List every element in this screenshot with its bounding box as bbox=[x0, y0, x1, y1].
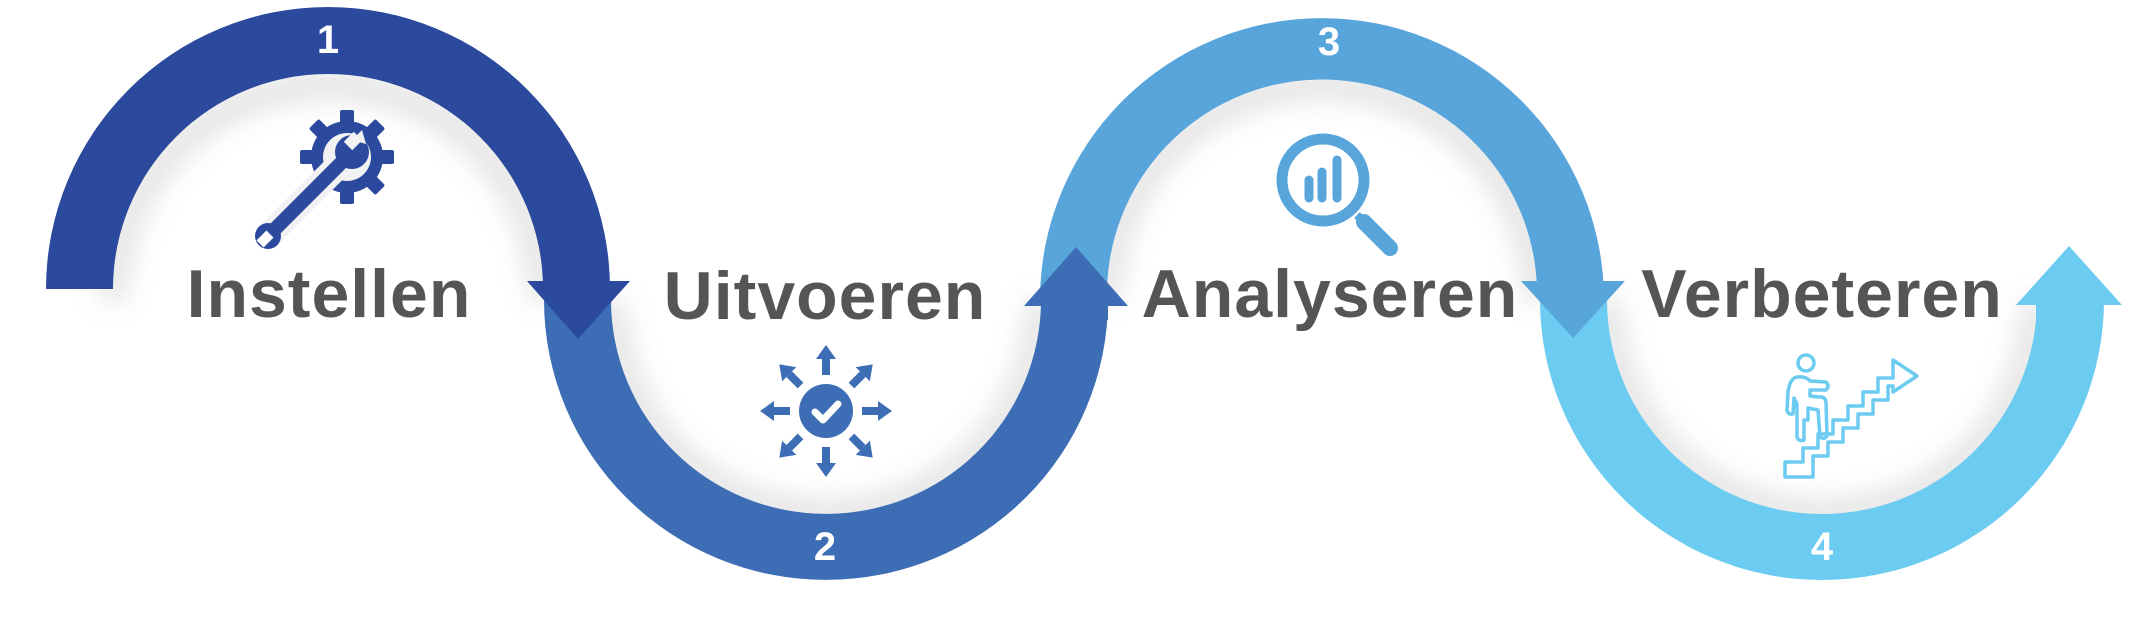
step-1-number: 1 bbox=[317, 18, 339, 62]
step-2-arc bbox=[544, 247, 1128, 580]
step-3-number: 3 bbox=[1318, 20, 1340, 64]
gear-wrench-icon bbox=[255, 110, 394, 249]
step-3-arc bbox=[1040, 18, 1625, 338]
step-3-label: Analyseren bbox=[1142, 256, 1519, 332]
step-1-arrowhead bbox=[527, 281, 630, 339]
distribute-check-icon bbox=[760, 345, 892, 477]
step-1-arc bbox=[46, 7, 630, 339]
person-climbing-stairs-icon bbox=[1783, 353, 1919, 479]
magnifier-chart-icon bbox=[1276, 133, 1398, 256]
step-3-arrowhead bbox=[1521, 281, 1625, 338]
step-4-arrowhead bbox=[2016, 246, 2122, 305]
step-4-number: 4 bbox=[1811, 525, 1834, 569]
step-1-label: Instellen bbox=[187, 256, 472, 332]
step-4-arc bbox=[1540, 246, 2122, 580]
step-2-number: 2 bbox=[814, 525, 836, 569]
step-2-label: Uitvoeren bbox=[664, 258, 987, 334]
step-2-arrowhead bbox=[1024, 247, 1128, 306]
step-4-label: Verbeteren bbox=[1641, 256, 2003, 332]
